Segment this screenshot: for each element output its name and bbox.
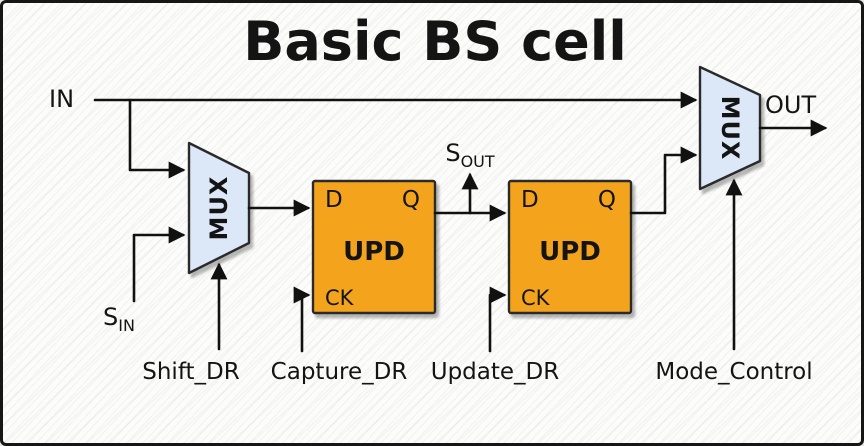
ff2-d-port: D bbox=[521, 187, 539, 213]
update-dr-label: Update_DR bbox=[431, 359, 560, 385]
right-mux-label: MUX bbox=[716, 96, 744, 161]
diagram-title: Basic BS cell bbox=[243, 10, 627, 73]
ff1-d-port: D bbox=[325, 187, 343, 213]
ff2-name: UPD bbox=[539, 237, 601, 267]
diagram-canvas: Basic BS cell IN SIN MUX Shift_DR D Q UP… bbox=[49, 10, 828, 385]
left-mux-label: MUX bbox=[205, 176, 233, 241]
wire-in-branch-to-left-mux bbox=[128, 98, 186, 179]
right-mux bbox=[698, 65, 762, 191]
ff2-box bbox=[507, 179, 633, 315]
ff2-ck-port: CK bbox=[521, 286, 551, 310]
mode-control-label: Mode_Control bbox=[655, 359, 812, 385]
ff1-ck-port: CK bbox=[325, 286, 355, 310]
ff1-name: UPD bbox=[343, 237, 405, 267]
ff1-box bbox=[311, 179, 437, 315]
out-label: OUT bbox=[765, 91, 816, 119]
left-mux bbox=[187, 141, 251, 275]
s-in-label: SIN bbox=[103, 303, 135, 335]
shift-dr-label: Shift_DR bbox=[142, 359, 239, 385]
s-out-label: SOUT bbox=[445, 139, 495, 171]
wire-ff2-to-right-mux bbox=[629, 146, 698, 215]
capture-dr-label: Capture_DR bbox=[271, 359, 408, 385]
wire-capture-dr bbox=[293, 286, 311, 353]
wire-s-in-to-left-mux bbox=[132, 226, 186, 303]
ff2-q-port: Q bbox=[598, 187, 616, 213]
in-label: IN bbox=[49, 85, 74, 113]
ff1-q-port: Q bbox=[402, 187, 420, 213]
wire-update-dr bbox=[488, 286, 507, 353]
